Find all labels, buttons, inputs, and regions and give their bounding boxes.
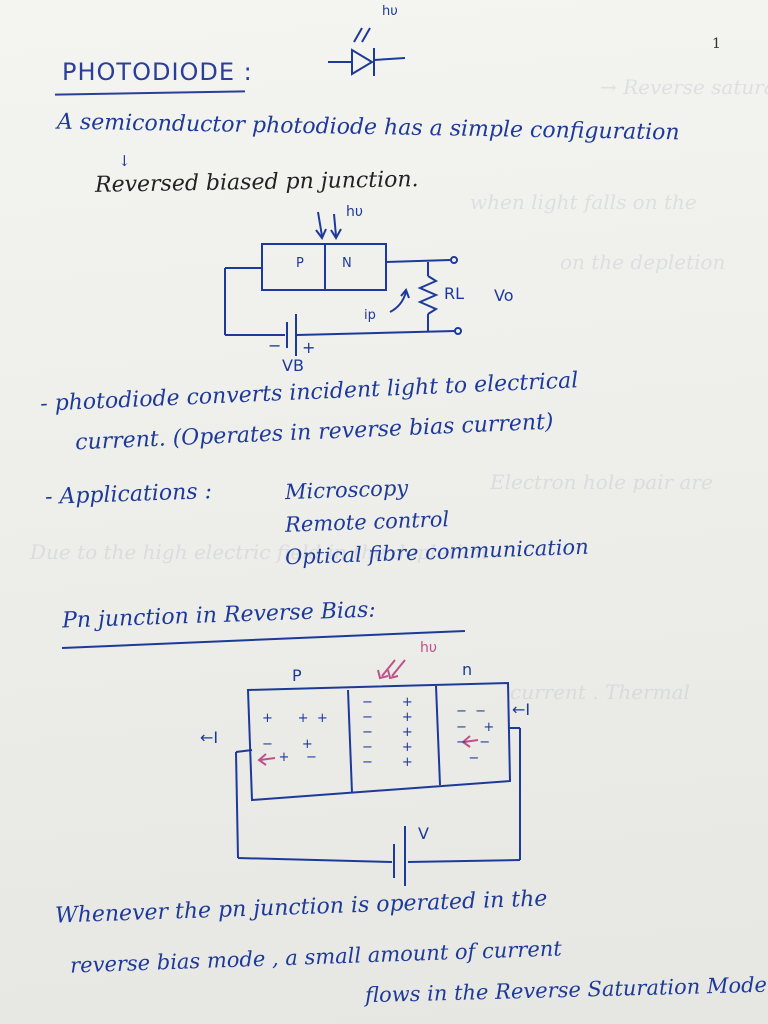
bleed-through-text: Electron hole pair are (490, 470, 713, 494)
circuit2-light-label: hυ (420, 640, 437, 656)
circuit2-n-label: n (462, 660, 473, 679)
circuit1-p-label: P (296, 256, 304, 271)
page-title: PHOTODIODE : (62, 58, 253, 86)
bleed-through-text: → Reverse saturation (600, 75, 768, 99)
n-region-charges: − −− +− − − (456, 704, 495, 766)
circuit1-ip-label: ip (364, 308, 376, 323)
circuit2-v-label: V (418, 824, 429, 843)
bleed-through-text: when light falls on the (470, 190, 697, 214)
bleed-through-text: on the depletion (560, 250, 726, 274)
circuit2-p-label: P (292, 666, 302, 685)
circuit1-vb-label: VB (282, 356, 304, 375)
bleed-through-text: current . Thermal (510, 680, 690, 704)
circuit1-rl-label: RL (444, 284, 465, 303)
bleed-through-text: Due to the high electric field in the de… (30, 540, 488, 564)
circuit2-left-current: ←I (200, 728, 219, 747)
photodiode-symbol-icon (328, 27, 406, 76)
reverse-bias-circuit (235, 681, 521, 886)
circuit1-minus: − (268, 336, 282, 355)
light-arrows-pink (257, 659, 479, 766)
circuit1-plus: + (302, 338, 316, 357)
section-underline (61, 630, 466, 649)
circuit1-light-label: hυ (346, 204, 363, 220)
p-region-charges: + + +− + + − (262, 711, 328, 765)
circuit1-vo-label: Vo (494, 286, 514, 305)
down-arrow-icon: ↓ (118, 152, 131, 170)
page-number: 1 (712, 36, 721, 52)
photodiode-circuit (224, 211, 462, 356)
circuit1-n-label: N (342, 256, 352, 271)
circuit2-right-current: ←I (512, 700, 531, 719)
application-item: Microscopy (284, 475, 409, 505)
symbol-light-label: hυ (382, 4, 398, 19)
depletion-charges: − +− +− +− +− + (362, 695, 413, 770)
